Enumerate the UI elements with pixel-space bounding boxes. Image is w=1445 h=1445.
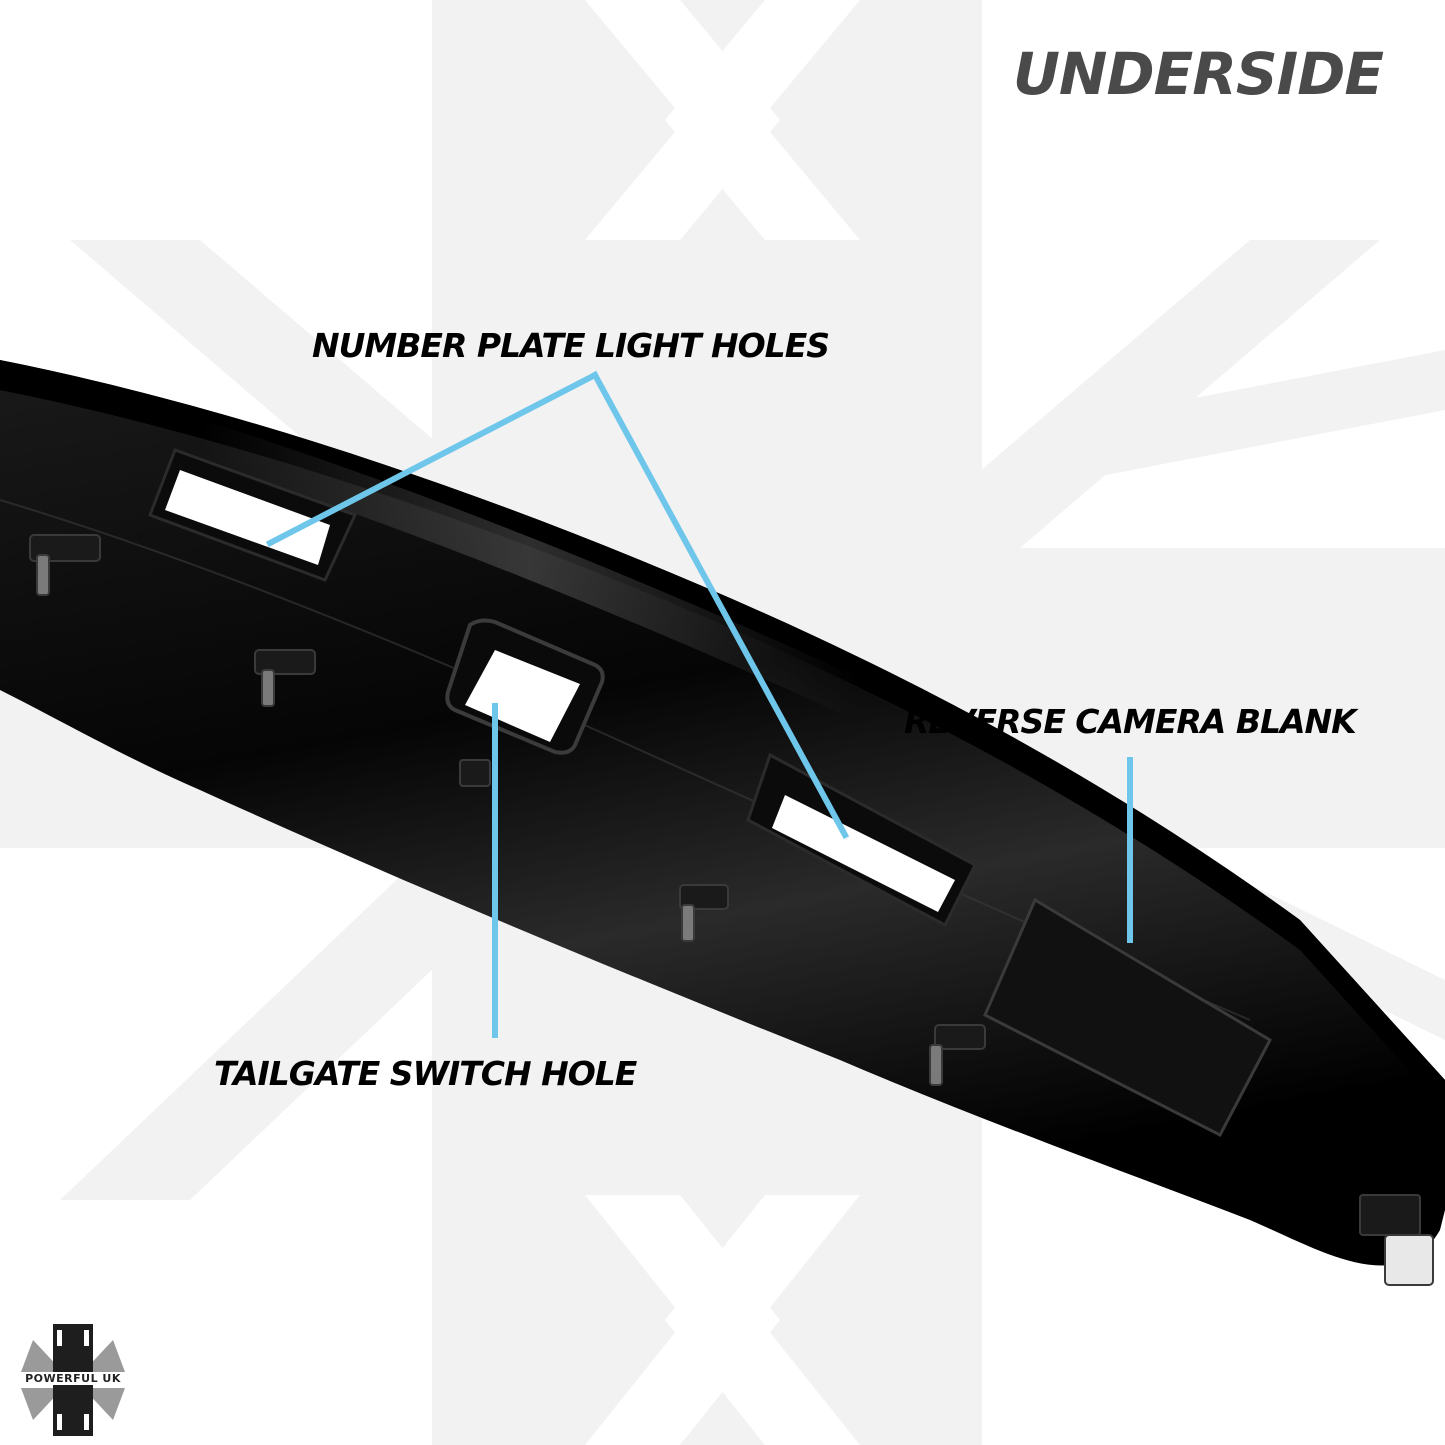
callout-lines [265, 370, 1133, 1038]
callout-line-plate-right [590, 370, 850, 840]
reverse-camera-blank [983, 897, 1272, 1138]
tailgate-switch-hole-label: TAILGATE SWITCH HOLE [214, 1054, 637, 1093]
logo-text: POWERFUL UK [14, 1372, 132, 1385]
logo-text-label: POWERFUL UK [23, 1372, 123, 1385]
tailgate-switch-hole [445, 618, 605, 755]
number-plate-light-hole-right [746, 752, 977, 928]
mounting-studs [29, 534, 1434, 1286]
number-plate-light-holes-label: NUMBER PLATE LIGHT HOLES [312, 326, 830, 365]
number-plate-light-hole-left [148, 448, 358, 582]
page-title: UNDERSIDE [1012, 40, 1384, 108]
reverse-camera-blank-label: REVERSE CAMERA BLANK [904, 702, 1357, 741]
callout-line-plate-left [265, 370, 600, 548]
brand-watermark-chevrons [585, 0, 860, 1445]
